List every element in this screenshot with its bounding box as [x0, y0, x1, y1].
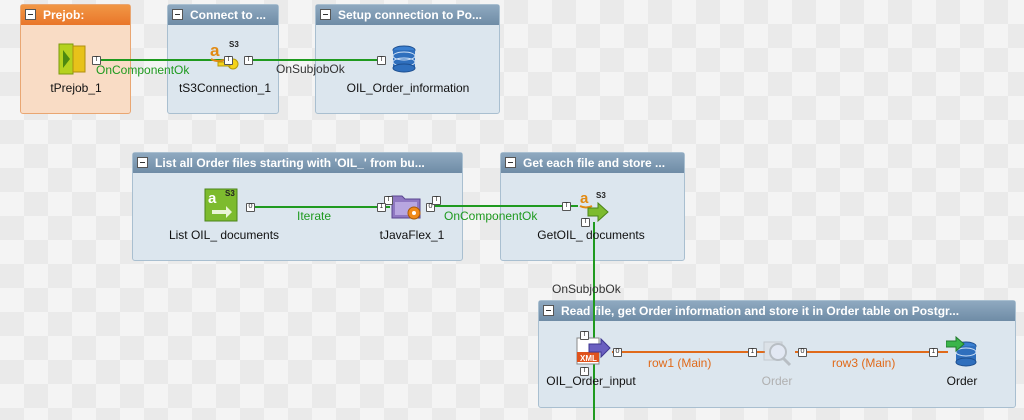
component-label[interactable]: OIL_Order_input — [546, 374, 636, 388]
postgres-output-icon[interactable] — [945, 335, 977, 367]
xml-input-icon[interactable]: XML — [575, 336, 611, 366]
subjob-header[interactable]: List all Order files starting with 'OIL_… — [133, 153, 462, 173]
subjob-header[interactable]: Setup connection to Po... — [316, 5, 499, 25]
input-connector[interactable]: I — [377, 203, 386, 212]
subjob-title: Get each file and store ... — [523, 156, 666, 170]
trigger-connector[interactable]: T — [562, 202, 571, 211]
collapse-icon[interactable] — [505, 157, 516, 168]
subjob-header[interactable]: Get each file and store ... — [501, 153, 684, 173]
output-connector[interactable]: O — [246, 203, 255, 212]
subjob-header[interactable]: Read file, get Order information and sto… — [539, 301, 1015, 321]
output-connector[interactable]: O — [798, 348, 807, 357]
trigger-connector[interactable]: T — [581, 218, 590, 227]
collapse-icon[interactable] — [320, 9, 331, 20]
s3-badge: S3 — [225, 189, 235, 198]
s3-badge: S3 — [229, 40, 239, 49]
subjob-header[interactable]: Prejob: — [21, 5, 130, 25]
s3-list-icon[interactable]: a S3 — [204, 188, 238, 222]
link-label-oncomponentok[interactable]: OnComponentOk — [444, 209, 538, 223]
trigger-connector[interactable]: T — [92, 56, 101, 65]
trigger-connector[interactable]: T — [224, 56, 233, 65]
component-label[interactable]: tS3Connection_1 — [178, 81, 272, 95]
svg-text:a: a — [580, 190, 589, 207]
collapse-icon[interactable] — [543, 305, 554, 316]
component-label[interactable]: OIL_Order_information — [346, 81, 470, 95]
s3-badge: S3 — [596, 191, 606, 200]
link-label-iterate[interactable]: Iterate — [297, 209, 332, 223]
trigger-connector[interactable]: T — [432, 196, 441, 205]
collapse-icon[interactable] — [172, 9, 183, 20]
xml-badge: XML — [580, 354, 597, 363]
subjob-read-file[interactable]: Read file, get Order information and sto… — [538, 300, 1016, 408]
subjob-title: List all Order files starting with 'OIL_… — [155, 156, 425, 170]
trigger-connector[interactable]: T — [384, 196, 393, 205]
component-label[interactable]: List OIL_ documents — [168, 228, 280, 242]
output-connector[interactable]: O — [426, 203, 435, 212]
subjob-header[interactable]: Connect to ... — [168, 5, 278, 25]
magnifier-icon[interactable] — [762, 338, 792, 368]
trigger-connector[interactable]: T — [244, 56, 253, 65]
subjob-title: Connect to ... — [190, 8, 266, 22]
component-label[interactable]: tPrejob_1 — [50, 81, 102, 95]
svg-text:a: a — [210, 42, 220, 60]
link-label-onsubjobok[interactable]: OnSubjobOk — [552, 282, 621, 296]
component-label[interactable]: tJavaFlex_1 — [379, 228, 445, 242]
subjob-title: Prejob: — [43, 8, 85, 22]
subjob-title: Setup connection to Po... — [338, 8, 482, 22]
postgres-db-icon[interactable] — [390, 44, 420, 74]
output-connector[interactable]: O — [613, 348, 622, 357]
java-flex-icon[interactable] — [390, 190, 421, 220]
trigger-connector[interactable]: T — [580, 367, 589, 376]
link-label-row3[interactable]: row3 (Main) — [832, 356, 896, 370]
collapse-icon[interactable] — [25, 9, 36, 20]
input-connector[interactable]: I — [748, 348, 757, 357]
link-label-onsubjobok[interactable]: OnSubjobOk — [276, 62, 345, 76]
svg-text:a: a — [208, 190, 217, 207]
link-label-oncomponentok[interactable]: OnComponentOk — [96, 63, 190, 77]
component-label[interactable]: Order — [761, 374, 793, 388]
subjob-title: Read file, get Order information and sto… — [561, 304, 960, 318]
s3-get-icon[interactable]: a S3 — [578, 190, 609, 223]
collapse-icon[interactable] — [137, 157, 148, 168]
component-label[interactable]: GetOIL_ documents — [537, 228, 645, 242]
link-label-row1[interactable]: row1 (Main) — [648, 356, 712, 370]
prejob-icon[interactable] — [57, 42, 87, 75]
component-label[interactable]: Order — [946, 374, 978, 388]
input-connector[interactable]: I — [929, 348, 938, 357]
trigger-connector[interactable]: T — [580, 331, 589, 340]
trigger-connector[interactable]: T — [377, 56, 386, 65]
